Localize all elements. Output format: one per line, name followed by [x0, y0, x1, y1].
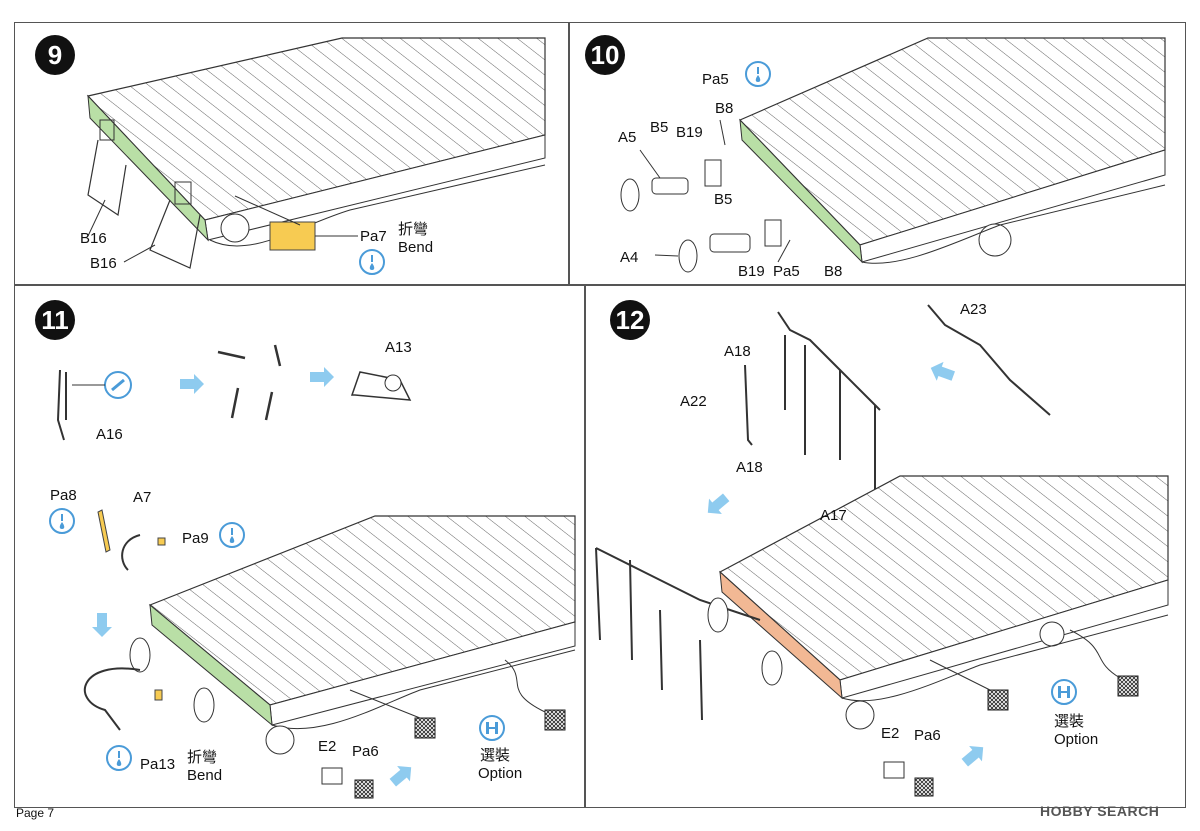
step-10-label-b5-top: B5 — [650, 119, 668, 136]
step-10-number: 10 — [591, 40, 620, 70]
step-11-pa13-icon — [106, 745, 132, 771]
step-11-label-pa8: Pa8 — [50, 487, 77, 504]
step-10-label-b8-bottom: B8 — [824, 263, 842, 280]
step-9-label-bend: Bend — [398, 239, 433, 256]
step-11-option-icon — [479, 715, 505, 741]
step-11-label-bend: Bend — [187, 767, 222, 784]
step-12-badge — [610, 300, 650, 340]
watermark: HOBBY SEARCH — [1040, 803, 1160, 819]
step-12-label-a18-top: A18 — [724, 343, 751, 360]
step-11-pa8-icon — [49, 508, 75, 534]
step-12-number: 12 — [616, 305, 645, 335]
step-12-label-pa6: Pa6 — [914, 727, 941, 744]
step-11-label-pa13: Pa13 — [140, 756, 175, 773]
step-9-label-pa7: Pa7 — [360, 228, 387, 245]
step-10-drop-icon — [745, 61, 771, 87]
step-10-label-b5-bottom: B5 — [714, 191, 732, 208]
step-12-label-a23: A23 — [960, 301, 987, 318]
step-12-option-icon — [1051, 679, 1077, 705]
step-12-label-option-cjk: 選裝 — [1054, 712, 1084, 730]
step-10-label-pa5-top: Pa5 — [702, 71, 729, 88]
step-11-drawing — [56, 344, 576, 799]
step-9-drawing — [86, 37, 546, 269]
step-10-label-b19-top: B19 — [676, 124, 703, 141]
step-10-label-b8-top: B8 — [715, 100, 733, 117]
step-12-label-e2: E2 — [881, 725, 899, 742]
step-9-label-b16: B16 — [80, 230, 107, 247]
step-11-label-e2: E2 — [318, 738, 336, 755]
step-11-label-option: Option — [478, 765, 522, 782]
step-9-number: 9 — [48, 40, 62, 70]
step-9-label-b16-lower: B16 — [90, 255, 117, 272]
step-10-label-pa5-bottom: Pa5 — [773, 263, 800, 280]
step-12-label-a18-bottom: A18 — [736, 459, 763, 476]
step-11-label-a13: A13 — [385, 339, 412, 356]
step-12-label-a17: A17 — [820, 507, 847, 524]
step-11-label-option-cjk: 選裝 — [480, 746, 510, 764]
step-12-drawing — [595, 304, 1169, 797]
step-10-drawing — [620, 37, 1166, 273]
step-9-bend-icon — [359, 249, 385, 275]
step-9-label-bend-cjk: 折彎 — [398, 220, 428, 238]
step-10-label-b19-bottom: B19 — [738, 263, 765, 280]
step-10-badge — [585, 35, 625, 75]
step-10-label-a5: A5 — [618, 129, 636, 146]
step-10-label-a4: A4 — [620, 249, 638, 266]
step-12-label-a22: A22 — [680, 393, 707, 410]
step-11-label-pa9: Pa9 — [182, 530, 209, 547]
step-11-label-a7: A7 — [133, 489, 151, 506]
step-11-label-a16: A16 — [96, 426, 123, 443]
step-11-badge — [35, 300, 75, 340]
step-9-badge — [35, 35, 75, 75]
step-11-number: 11 — [41, 305, 69, 335]
page-number: Page 7 — [16, 806, 55, 820]
step-11-label-pa6: Pa6 — [352, 743, 379, 760]
step-12-label-option: Option — [1054, 731, 1098, 748]
step-11-pa9-icon — [219, 522, 245, 548]
step-11-label-bend-cjk: 折彎 — [187, 748, 217, 766]
